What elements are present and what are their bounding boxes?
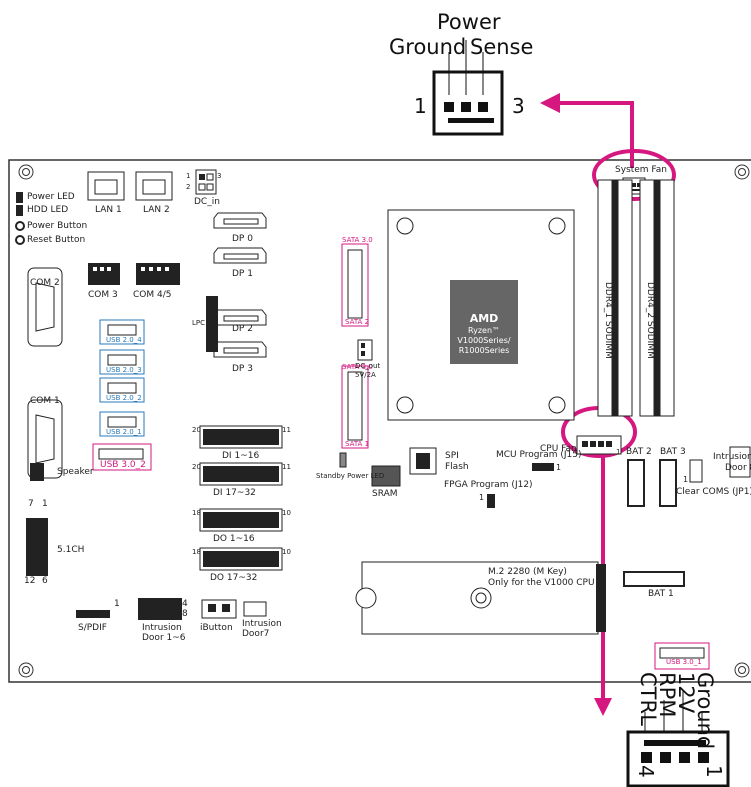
bat1-label: BAT 1 xyxy=(648,589,674,599)
fpga-label: FPGA Program (J12) xyxy=(444,480,533,490)
di1-pin11: 11 xyxy=(282,426,291,434)
lan1-label: LAN 1 xyxy=(95,205,122,215)
clear-coms-label: Clear COMS (JP1) xyxy=(676,487,751,497)
sata2-label: SATA 2 xyxy=(345,318,370,326)
com1-label: COM 1 xyxy=(30,396,60,406)
mcu-label: MCU Program (J15) xyxy=(496,450,582,460)
usb20-3-label: USB 2.0_3 xyxy=(106,366,142,374)
clear-pin1: 1 xyxy=(683,475,689,484)
di2-pin20: 20 xyxy=(192,463,201,471)
di1-label: DI 1~16 xyxy=(222,451,260,461)
dp3-label: DP 3 xyxy=(232,364,253,374)
ch51-pin12: 12 xyxy=(24,576,36,586)
di2-pin11: 11 xyxy=(282,463,291,471)
power-led-label: Power LED xyxy=(27,192,75,202)
do1-label: DO 1~16 xyxy=(213,534,255,544)
flash-label: Flash xyxy=(445,462,469,472)
fan-bottom-pin-right: 1 xyxy=(702,765,726,778)
sata-bottom-label: SATA 3.0 xyxy=(342,363,373,371)
dc-out-line2: 5V/2A xyxy=(355,371,376,379)
com45-label: COM 4/5 xyxy=(133,290,172,300)
speaker-label: Speaker xyxy=(57,467,94,477)
lan2-label: LAN 2 xyxy=(143,205,170,215)
di2-label: DI 17~32 xyxy=(213,488,256,498)
m2-line2: Only for the V1000 CPU xyxy=(488,578,595,588)
dc-in-label: DC_in xyxy=(194,197,220,207)
dc-in-pin3: 3 xyxy=(217,172,222,180)
cpu-fan-pin: 1 xyxy=(616,448,621,456)
standby-led-label: Standby Power LED xyxy=(316,472,385,480)
fan-top-pin-left: 1 xyxy=(414,94,427,118)
spdif-label: S/PDIF xyxy=(78,623,107,633)
fan-label-sense: Sense xyxy=(470,35,534,59)
cpu-line1: Ryzen™ xyxy=(467,326,501,335)
dp1-label: DP 1 xyxy=(232,269,253,279)
dimm1-label: DDR4_1 SODIMM xyxy=(603,282,613,359)
usb30-1-label: USB 3.0_1 xyxy=(666,658,702,666)
ch51-pin1: 1 xyxy=(42,499,48,509)
intrusion-pin8: 8 xyxy=(182,609,188,619)
intrusion8-label: Intrusion xyxy=(713,452,751,462)
do2-pin10: 10 xyxy=(282,548,291,556)
do2-label: DO 17~32 xyxy=(210,573,258,583)
cpu-line2: V1000Series/ xyxy=(457,336,511,345)
ch51-pin6: 6 xyxy=(42,576,48,586)
com3-label: COM 3 xyxy=(88,290,118,300)
do1-pin10: 10 xyxy=(282,509,291,517)
do1-pin18: 18 xyxy=(192,509,201,517)
power-button-label: Power Button xyxy=(27,221,88,231)
do2-pin18: 18 xyxy=(192,548,201,556)
door7-label: Door7 xyxy=(242,629,270,639)
spi-label: SPI xyxy=(445,451,459,461)
door16-label: Door 1~6 xyxy=(142,633,186,643)
cpu-fan-label: CPU Fan xyxy=(540,444,577,454)
fan-top-pin-right: 3 xyxy=(512,94,525,118)
spdif-pin1: 1 xyxy=(114,599,120,609)
door8-label: Door 8 xyxy=(725,463,751,473)
cpu-line3: R1000Series xyxy=(458,346,510,355)
com2-label: COM 2 xyxy=(30,278,60,288)
sram-label: SRAM xyxy=(372,489,398,499)
mcu-pin1: 1 xyxy=(556,463,562,472)
intrusion-pin4: 4 xyxy=(182,599,188,609)
dp2-label: DP 2 xyxy=(232,324,253,334)
fan-label-ctrl: CTRL xyxy=(636,672,660,726)
sata-top-label: SATA 3.0 xyxy=(342,236,373,244)
sata1-label: SATA 1 xyxy=(345,440,370,448)
dc-in-pin2: 2 xyxy=(186,183,191,191)
hdd-led-label: HDD LED xyxy=(27,205,69,215)
usb20-2-label: USB 2.0_2 xyxy=(106,394,142,402)
usb20-4-label: USB 2.0_4 xyxy=(106,336,142,344)
di1-pin20: 20 xyxy=(192,426,201,434)
usb30-2-label: USB 3.0_2 xyxy=(100,460,146,470)
bat2-label: BAT 2 xyxy=(626,447,652,457)
intrusion16-label: Intrusion xyxy=(142,623,182,633)
fpga-pin1: 1 xyxy=(479,493,485,502)
bat3-label: BAT 3 xyxy=(660,447,686,457)
fan-label-power: Power xyxy=(437,10,501,34)
dc-in-pin1: 1 xyxy=(186,172,191,180)
system-fan-label: System Fan xyxy=(615,165,667,175)
m2-line1: M.2 2280 (M Key) xyxy=(488,567,567,577)
usb20-1-label: USB 2.0_1 xyxy=(106,428,142,436)
reset-button-label: Reset Button xyxy=(27,235,86,245)
ch51-pin7: 7 xyxy=(28,499,34,509)
ch51-label: 5.1CH xyxy=(57,545,85,555)
fan-label-ground: Ground xyxy=(389,35,467,59)
dimm2-label: DDR4_2 SODIMM xyxy=(645,282,655,359)
ibutton-label: iButton xyxy=(200,623,233,633)
intrusion7-label: Intrusion xyxy=(242,619,282,629)
cpu-brand: AMD xyxy=(469,312,499,325)
dp0-label: DP 0 xyxy=(232,234,253,244)
lpc-label: LPC xyxy=(192,319,206,327)
fan-bottom-pin-left: 4 xyxy=(634,765,658,778)
mounting-hole-icon xyxy=(18,164,750,678)
dc-out-line1: DC_out xyxy=(355,362,381,370)
